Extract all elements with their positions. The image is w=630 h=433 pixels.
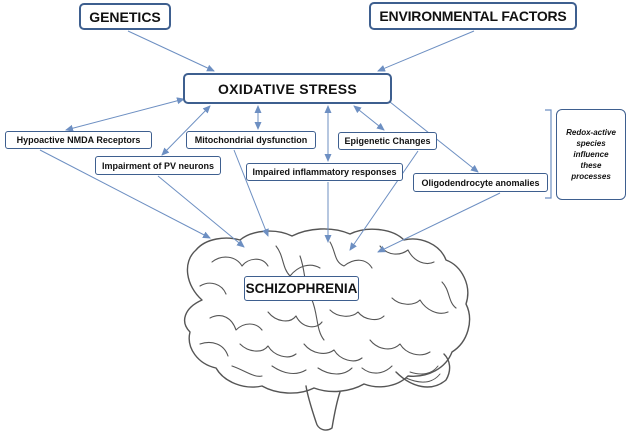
arrow-epigenetic-to-schizophrenia [349, 150, 419, 251]
cerebellum-lines [405, 365, 441, 383]
oligodendrocyte-node: Oligodendrocyte anomalies [413, 173, 548, 192]
nmda-node: Hypoactive NMDA Receptors [5, 131, 152, 149]
arrow-oxidative-epigenetic [353, 105, 385, 131]
epigenetic-node: Epigenetic Changes [338, 132, 437, 150]
oligodendrocyte-label: Oligodendrocyte anomalies [421, 177, 540, 188]
arrow-oligodendrocyte-to-schizophrenia [377, 192, 501, 253]
pv-neurons-label: Impairment of PV neurons [101, 160, 215, 171]
nmda-label: Hypoactive NMDA Receptors [16, 135, 141, 145]
epigenetic-label: Epigenetic Changes [344, 136, 431, 146]
environmental-factors-label: ENVIRONMENTAL FACTORS [379, 8, 567, 24]
inflammatory-label: Impaired inflammatory responses [252, 167, 397, 177]
brain-outline [183, 228, 471, 394]
arrow-genetics-to-oxidative [127, 30, 215, 72]
genetics-label: GENETICS [89, 8, 161, 25]
arrow-environmental-to-oxidative [377, 30, 475, 72]
sulcus-lines [199, 241, 457, 377]
genetics-node: GENETICS [79, 3, 171, 30]
schizophrenia-node: SCHIZOPHRENIA [244, 276, 359, 301]
arrow-mito-to-schizophrenia [233, 149, 269, 237]
arrows [39, 30, 501, 253]
schizophrenia-label: SCHIZOPHRENIA [245, 281, 358, 296]
arrow-oxidative-nmda [65, 97, 185, 132]
arrow-nmda-to-schizophrenia [39, 149, 211, 239]
arrow-pv-to-schizophrenia [157, 175, 245, 248]
inflammatory-node: Impaired inflammatory responses [246, 163, 403, 181]
pv-neurons-node: Impairment of PV neurons [95, 156, 221, 175]
mitochondrial-label: Mitochondrial dysfunction [194, 135, 308, 145]
brain-stem [305, 385, 341, 431]
redox-note: Redox-active species influence these pro… [556, 109, 626, 200]
oxidative-stress-label: OXIDATIVE STRESS [217, 80, 358, 97]
arrow-oxidative-pv [161, 105, 211, 156]
oxidative-stress-node: OXIDATIVE STRESS [183, 73, 392, 104]
processes-bracket [545, 109, 552, 199]
mitochondrial-node: Mitochondrial dysfunction [186, 131, 316, 149]
environmental-factors-node: ENVIRONMENTAL FACTORS [369, 2, 577, 30]
brain-illustration [183, 228, 471, 431]
cerebellum [395, 353, 451, 388]
